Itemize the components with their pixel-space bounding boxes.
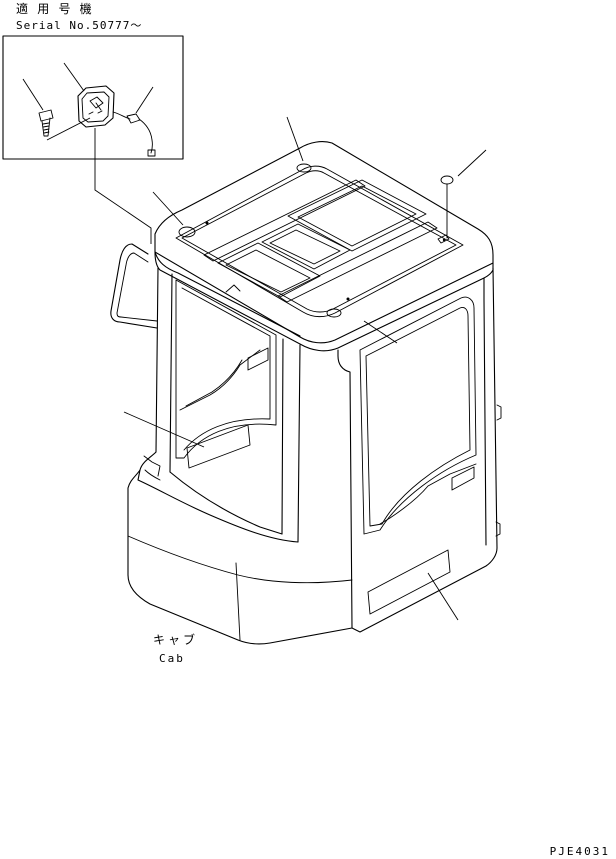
cab-drawing — [110, 116, 502, 645]
front-left-pillar — [155, 267, 159, 453]
roof-front-lip — [154, 251, 301, 337]
roof-mount-hole-left — [178, 226, 196, 238]
side-handle — [110, 243, 158, 329]
roof-lower-edge — [154, 251, 494, 352]
left-lower-label — [186, 424, 251, 469]
roof-mount-hole-top — [296, 163, 312, 173]
roof-frame-rear — [277, 221, 438, 303]
roof-inner-panel — [175, 165, 464, 318]
inset-detail — [2, 35, 184, 244]
caption-english: Cab — [159, 652, 185, 665]
rear-right-pillar — [483, 277, 487, 546]
harness-part — [112, 86, 156, 157]
roof-frame-front — [203, 179, 366, 262]
door-window-label — [451, 466, 475, 491]
left-window-frame — [175, 279, 277, 459]
door-lower-label — [367, 549, 451, 615]
caption-japanese: キャブ — [153, 632, 198, 647]
drawing-code: PJE4031 — [550, 845, 610, 858]
serial-number-label: Serial No.50777～ — [16, 19, 142, 32]
inset-frame — [2, 35, 184, 160]
roof-hatch-3 — [287, 179, 427, 252]
roof-mount-hole-front — [326, 308, 342, 318]
cap-part — [440, 149, 487, 239]
door-left-edge — [337, 349, 353, 629]
base-belt-line — [127, 535, 353, 584]
front-right-pillar — [281, 338, 284, 535]
cab-base-outline — [127, 451, 353, 645]
lamp-part — [46, 62, 115, 141]
bolt-part — [22, 78, 54, 137]
roof-hatch-1 — [217, 242, 321, 298]
roof-outline — [154, 141, 494, 344]
inset-leader — [94, 128, 152, 244]
door-window — [359, 296, 477, 535]
side-window-label — [247, 347, 269, 371]
applicable-models-label: 適 用 号 機 — [16, 1, 93, 16]
